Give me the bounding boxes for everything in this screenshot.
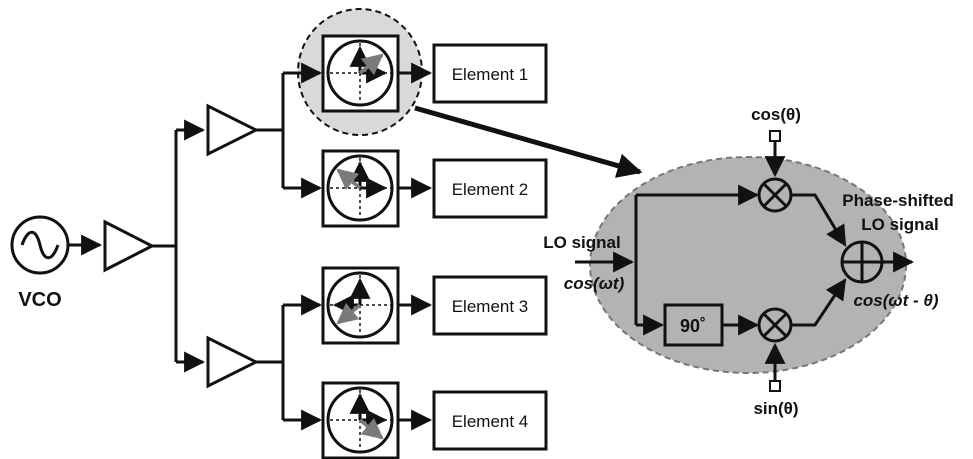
element-2-box [432, 158, 548, 219]
sin-theta-label: sin(θ) [753, 399, 798, 418]
element-1-box [432, 43, 548, 104]
amplifier-3 [206, 335, 260, 389]
vco-label: VCO [18, 289, 61, 311]
element-4-label: Element 4 [452, 412, 529, 431]
phase-shifted-label-1: Phase-shifted [842, 191, 953, 210]
element-3-box [432, 275, 548, 336]
cos-theta-label: cos(θ) [751, 105, 801, 124]
element-4-box [432, 390, 548, 451]
output-expr-label: cos(ωt - θ) [853, 291, 938, 310]
phase-shifter-2 [321, 149, 400, 228]
sine-wave-icon [20, 230, 60, 260]
element-2-label: Element 2 [452, 180, 529, 199]
summer-icon [840, 240, 884, 284]
amplifier-1 [103, 219, 156, 273]
phase-shifter-4 [321, 381, 400, 459]
phase-shifter-3 [321, 266, 400, 345]
zoom-arrow [414, 105, 643, 178]
vco-source [10, 215, 70, 275]
lo-signal-in-label: LO signal [543, 233, 620, 252]
ninety-degree-label: 90˚ [680, 316, 706, 336]
lo-signal-in-expr: cos(ωt) [564, 274, 625, 293]
element-1-label: Element 1 [452, 65, 529, 84]
phase-shifter-1 [321, 34, 400, 113]
amplifier-2 [206, 103, 260, 157]
ninety-degree-box [663, 303, 724, 347]
element-3-label: Element 3 [452, 297, 529, 316]
phase-shifted-label-2: LO signal [861, 215, 938, 234]
